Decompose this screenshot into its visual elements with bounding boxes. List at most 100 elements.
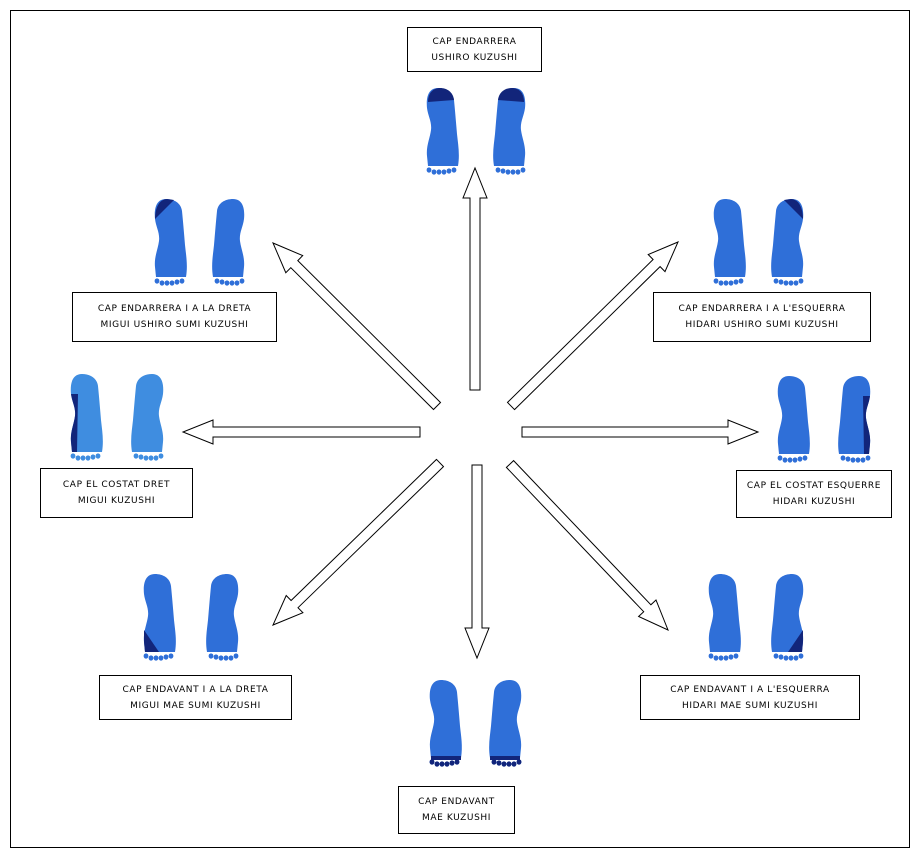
foot-frontright-left-toe xyxy=(158,655,164,661)
label-back-left: CAP ENDARRERA I A L'ESQUERRA HIDARI USHI… xyxy=(653,292,871,342)
foot-frontright-left xyxy=(143,574,176,661)
foot-front-right-pressure-toe xyxy=(516,759,522,765)
foot-frontleft-left-toe xyxy=(733,653,739,659)
foot-frontleft-right-toe xyxy=(788,655,794,661)
foot-frontright-right-toe xyxy=(228,655,234,661)
foot-back-right xyxy=(493,88,526,175)
foot-right-left-sole xyxy=(70,374,103,452)
foot-frontleft-left-toe xyxy=(723,655,729,661)
foot-frontright-right-toe xyxy=(213,654,219,660)
foot-back-right-toe xyxy=(505,169,511,175)
foot-backright-right xyxy=(212,199,245,286)
foot-back-left-toe xyxy=(451,167,457,173)
foot-frontleft-left-toe xyxy=(708,653,714,659)
foot-frontleft-left-toe xyxy=(718,655,724,661)
foot-right-left xyxy=(70,374,103,461)
arrow-right xyxy=(181,419,421,445)
label-front-left-line1: CAP ENDAVANT I A L'ESQUERRA xyxy=(670,684,830,695)
foot-backright-right-toe xyxy=(239,278,245,284)
foot-backright-left-pressure-zone xyxy=(155,199,174,219)
foot-right-left-toe xyxy=(90,454,96,460)
foot-right-right-toe xyxy=(143,455,149,461)
foot-backright-left-toe xyxy=(159,280,165,286)
arrow-front-left xyxy=(505,459,669,631)
foot-frontright-right-toe xyxy=(233,653,239,659)
foot-back-right-toe xyxy=(520,167,526,173)
label-front-right: CAP ENDAVANT I A LA DRETA MIGUI MAE SUMI… xyxy=(99,675,292,720)
foot-right-left-toe xyxy=(80,455,86,461)
label-back-right: CAP ENDARRERA I A LA DRETA MIGUI USHIRO … xyxy=(72,292,277,342)
foot-frontright-right xyxy=(206,574,239,661)
label-front-left: CAP ENDAVANT I A L'ESQUERRA HIDARI MAE S… xyxy=(640,675,860,720)
foot-backleft-right xyxy=(771,199,804,286)
foot-right-left-toe xyxy=(70,453,76,459)
foot-backleft-left-toe xyxy=(733,279,739,285)
foot-frontright-left-sole xyxy=(143,574,176,652)
foot-backleft-right-sole xyxy=(771,199,804,277)
foot-frontleft-left-toe xyxy=(728,654,734,660)
label-right-line1: CAP EL COSTAT DRET xyxy=(62,480,171,490)
foot-front-right xyxy=(489,680,522,767)
foot-backright-left-toe xyxy=(174,279,180,285)
foot-back-right-pressure-zone xyxy=(498,88,524,102)
foot-left-right-toe xyxy=(865,455,871,461)
foot-front-left-pressure-zone xyxy=(431,756,461,760)
foot-backright-left xyxy=(154,199,187,286)
foot-right-left-toe xyxy=(85,455,91,461)
foot-front-right-sole xyxy=(489,680,522,758)
foot-front-left-pressure-toe xyxy=(439,761,445,767)
arrow-back-left xyxy=(506,241,679,411)
foot-left-left xyxy=(777,376,810,463)
foot-frontleft-left xyxy=(708,574,741,661)
label-front-line2: MAE KUZUSHI xyxy=(421,813,492,823)
label-left-line2: HIDARI KUZUSHI xyxy=(772,497,856,507)
foot-frontleft-right-toe xyxy=(773,653,779,659)
foot-backleft-right-toe xyxy=(778,279,784,285)
foot-frontright-left-toe xyxy=(143,653,149,659)
label-back-left-line2: HIDARI USHIRO SUMI KUZUSHI xyxy=(685,320,839,330)
label-back-left-line1: CAP ENDARRERA I A L'ESQUERRA xyxy=(678,304,846,314)
arrow-front xyxy=(464,464,490,660)
foot-frontleft-right xyxy=(771,574,804,661)
foot-right-right-toe xyxy=(153,455,159,461)
foot-right-left-pressure-zone xyxy=(70,394,78,452)
foot-backright-right-toe xyxy=(214,278,220,284)
label-right-line2: MIGUI KUZUSHI xyxy=(77,496,156,506)
foot-backleft-left-toe xyxy=(718,280,724,286)
foot-back-right-toe xyxy=(495,167,501,173)
foot-front-right-pressure-toe xyxy=(506,761,512,767)
foot-backright-left-toe xyxy=(154,278,160,284)
foot-left-right xyxy=(838,376,871,463)
foot-left-right-sole xyxy=(838,376,871,454)
foot-left-right-toe xyxy=(840,455,846,461)
foot-frontleft-right-pressure-zone xyxy=(788,630,803,652)
foot-frontleft-right-toe xyxy=(783,655,789,661)
foot-left-left-toe xyxy=(797,456,803,462)
footprints-group xyxy=(70,88,871,767)
foot-left-right-pressure-zone xyxy=(863,396,871,454)
foot-backleft-right-toe xyxy=(788,280,794,286)
foot-back-left xyxy=(426,88,459,175)
foot-left-left-toe xyxy=(792,457,798,463)
foot-backleft-right-toe xyxy=(783,280,789,286)
foot-left-left-toe xyxy=(802,455,808,461)
foot-left-left-toe xyxy=(787,457,793,463)
foot-back-right-toe xyxy=(510,169,516,175)
foot-backleft-left-toe xyxy=(728,280,734,286)
label-front-line1: CAP ENDAVANT xyxy=(418,797,495,807)
foot-frontleft-left-sole xyxy=(708,574,741,652)
label-front-left-line2: HIDARI MAE SUMI KUZUSHI xyxy=(682,700,818,711)
foot-backleft-left-toe xyxy=(738,278,744,284)
foot-left-right-toe xyxy=(845,456,851,462)
foot-left-left-sole xyxy=(777,376,810,454)
foot-backright-right-toe xyxy=(234,280,240,286)
foot-back-left-sole xyxy=(426,88,459,166)
foot-front-left-sole xyxy=(429,680,462,758)
foot-backleft-left-toe xyxy=(713,278,719,284)
arrow-left xyxy=(521,419,760,445)
label-back-line1: CAP ENDARRERA xyxy=(432,36,517,47)
foot-back-left-pressure-zone xyxy=(428,88,454,102)
arrow-front-right xyxy=(272,458,445,626)
foot-front-left-pressure-toe xyxy=(429,759,435,765)
foot-frontright-left-pressure-zone xyxy=(144,630,159,652)
